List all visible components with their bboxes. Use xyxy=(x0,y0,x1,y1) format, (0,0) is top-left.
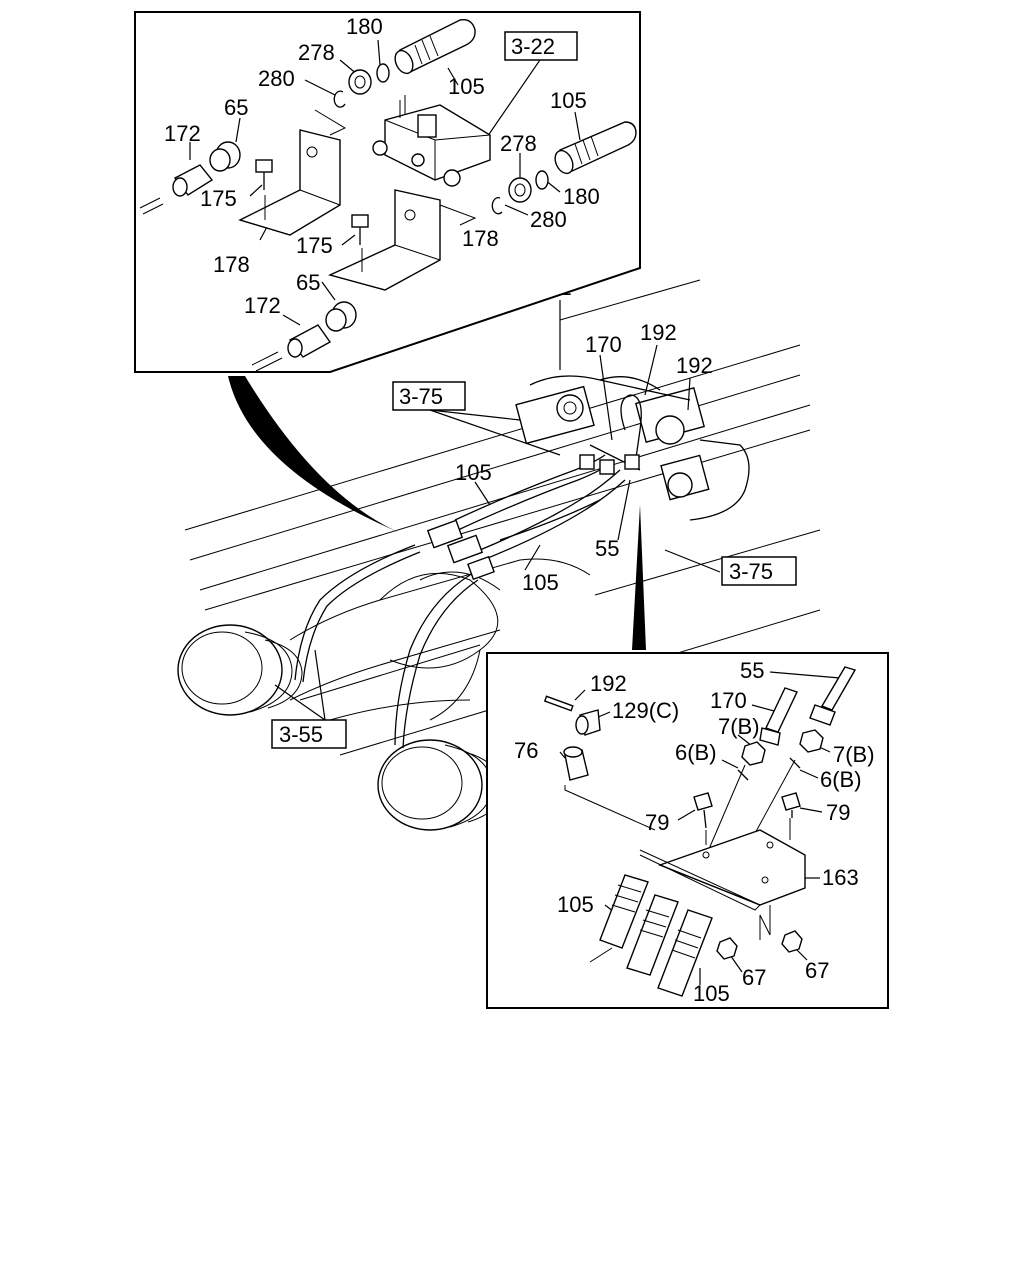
nut-7b xyxy=(799,729,824,753)
callout-79: 79 xyxy=(645,810,669,835)
bottom-inset: 55 192 129(C) 170 7(B) 7(B) 76 6(B) 6(B)… xyxy=(486,652,889,1009)
callout-105: 105 xyxy=(693,981,730,1006)
nut-67 xyxy=(781,930,803,953)
callout-129c: 129(C) xyxy=(612,698,679,723)
hose-105 xyxy=(554,121,637,175)
callout-175: 175 xyxy=(200,186,237,211)
main-assembly: 192 170 192 192 105 105 55 3-75 3-75 3-5… xyxy=(177,275,821,831)
valve-block xyxy=(372,95,491,187)
callout-55: 55 xyxy=(740,658,764,683)
main-leaders xyxy=(274,300,721,721)
bracket-178 xyxy=(238,129,341,236)
brake-chamber-left xyxy=(177,624,303,716)
coupling-172 xyxy=(251,324,332,372)
callout-278: 278 xyxy=(298,40,335,65)
ring-280 xyxy=(491,197,503,215)
callout-105: 105 xyxy=(455,460,492,485)
callout-172: 172 xyxy=(164,121,201,146)
nut-67 xyxy=(716,937,738,960)
washer-180 xyxy=(535,170,549,190)
callout-7b: 7(B) xyxy=(718,714,760,739)
callout-105: 105 xyxy=(550,88,587,113)
callout-278: 278 xyxy=(500,131,537,156)
bracket-163 xyxy=(639,829,806,911)
ref-box-3-75: 3-75 xyxy=(721,556,797,586)
callout-180: 180 xyxy=(563,184,600,209)
callout-163: 163 xyxy=(822,865,859,890)
svg-text:3-55: 3-55 xyxy=(279,722,323,747)
callout-192: 192 xyxy=(590,671,627,696)
nut-7b xyxy=(741,741,766,766)
callout-105: 105 xyxy=(557,892,594,917)
callout-7b: 7(B) xyxy=(833,742,875,767)
callout-79: 79 xyxy=(826,800,850,825)
hose-fittings xyxy=(426,454,640,581)
ref-box-3-75: 3-75 xyxy=(392,381,466,411)
callout-170: 170 xyxy=(710,688,747,713)
callout-65: 65 xyxy=(224,95,248,120)
svg-text:3-75: 3-75 xyxy=(729,559,773,584)
callout-6b: 6(B) xyxy=(675,740,717,765)
callout-105: 105 xyxy=(522,570,559,595)
bolt-79 xyxy=(781,792,801,818)
ref-box-3-55: 3-55 xyxy=(271,719,347,749)
callout-180: 180 xyxy=(346,14,383,39)
callout-67: 67 xyxy=(742,965,766,990)
callout-175: 175 xyxy=(296,233,333,258)
bolt-175 xyxy=(255,159,273,190)
callout-170: 170 xyxy=(585,332,622,357)
bottom-inset-wedge xyxy=(632,505,646,650)
callout-178: 178 xyxy=(213,252,250,277)
elbow-129c xyxy=(575,709,601,736)
hose-105 xyxy=(394,19,476,75)
coupling-172 xyxy=(139,164,214,215)
hose-105 xyxy=(626,894,679,976)
ref-box-3-22: 3-22 xyxy=(504,31,578,61)
callout-105: 105 xyxy=(448,74,485,99)
callout-280: 280 xyxy=(258,66,295,91)
pipe-170 xyxy=(759,687,798,746)
callout-6b: 6(B) xyxy=(820,767,862,792)
sleeve-6b xyxy=(789,757,801,769)
callout-280: 280 xyxy=(530,207,567,232)
callout-178: 178 xyxy=(462,226,499,251)
callout-76: 76 xyxy=(514,738,538,763)
fitting-65 xyxy=(209,141,241,172)
callout-55: 55 xyxy=(595,536,619,561)
sleeve-6b xyxy=(737,769,749,781)
washer-180 xyxy=(376,63,390,83)
nut-278 xyxy=(348,69,372,95)
axle-housing xyxy=(289,558,591,721)
pipe-55 xyxy=(809,666,857,726)
ring-280 xyxy=(333,90,346,108)
top-inset: 180 278 280 105 65 172 175 178 105 278 1… xyxy=(134,11,641,373)
hoses-105 xyxy=(454,454,626,561)
svg-text:3-22: 3-22 xyxy=(511,34,555,59)
bracket-178 xyxy=(327,189,441,291)
brake-lines xyxy=(294,544,479,749)
fitting-65 xyxy=(325,301,357,332)
brake-chamber-right xyxy=(377,739,503,831)
pin-192 xyxy=(543,695,574,712)
hose-105 xyxy=(657,909,713,997)
callout-192: 192 xyxy=(676,353,713,378)
top-inset-arc xyxy=(228,376,405,535)
bottom-inset-leaders xyxy=(559,671,841,985)
valve-assembly xyxy=(515,375,750,521)
callout-67: 67 xyxy=(805,958,829,983)
callout-172: 172 xyxy=(244,293,281,318)
svg-text:3-75: 3-75 xyxy=(399,384,443,409)
nut-278 xyxy=(508,177,532,203)
bolt-79 xyxy=(693,792,713,829)
sleeve-76 xyxy=(563,746,589,781)
callout-192: 192 xyxy=(640,320,677,345)
callout-65: 65 xyxy=(296,270,320,295)
bolt-175 xyxy=(351,214,369,245)
hose-105 xyxy=(589,874,649,963)
